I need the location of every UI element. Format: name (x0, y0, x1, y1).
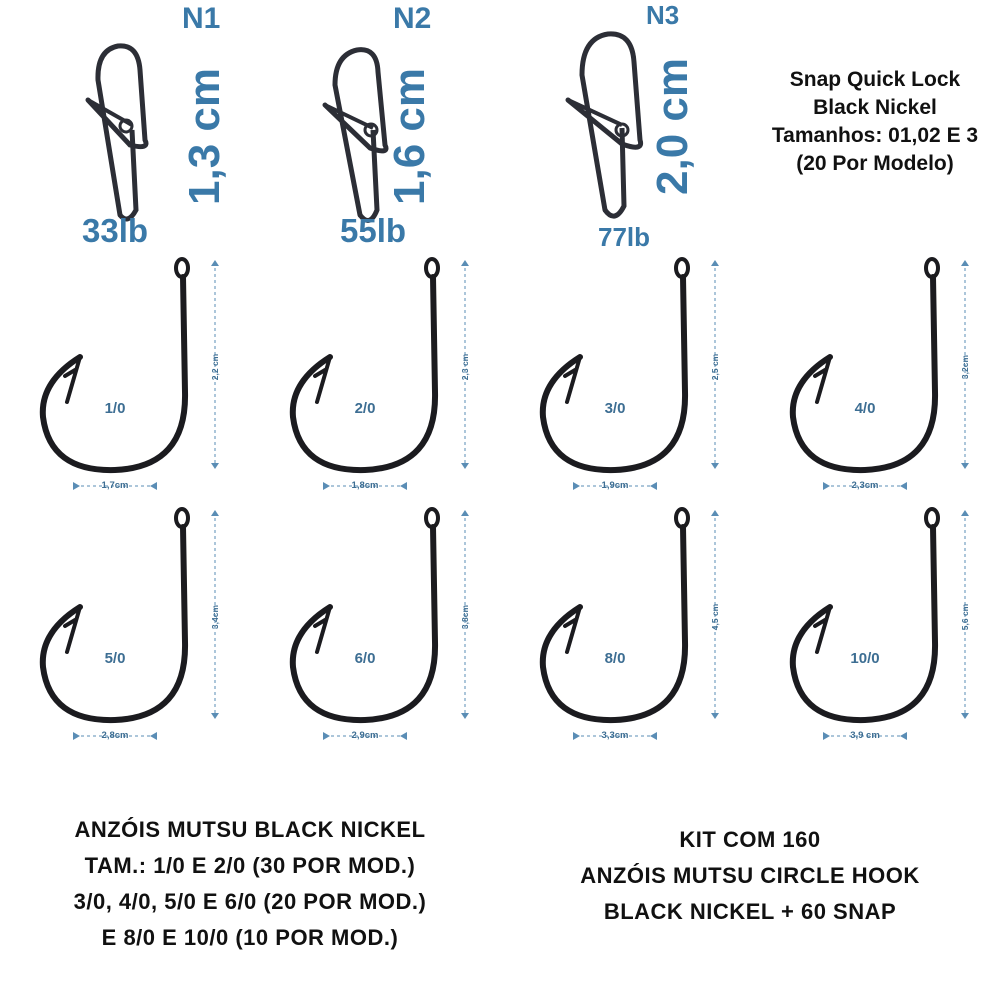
snap-size: 2,0 cm (648, 58, 697, 195)
hook-width-label: 2,9cm (351, 730, 379, 741)
hook-width-label: 3,3cm (601, 730, 629, 741)
snap-icon (85, 43, 149, 222)
snap-number: N3 (646, 0, 680, 30)
hook-item: 6/0 2,9cm 3,8cm (255, 502, 505, 752)
hook-size-label: 3/0 (604, 400, 626, 417)
snap-n3: N3 2,0 cm 77lb (560, 0, 820, 260)
snap-icon (565, 31, 644, 219)
hook-height-label: 2,5 cm (710, 353, 720, 381)
snap-icon (322, 47, 389, 223)
hook-width-label: 1,8cm (351, 480, 379, 491)
circle-hook-icon (539, 257, 719, 490)
hook-width-label: 1,9cm (601, 480, 629, 491)
hook-height-label: 3,4cm (210, 604, 220, 630)
hook-item: 10/0 3,9 cm 5,6 cm (755, 502, 1000, 752)
snap-info-line: Tamanhos: 01,02 E 3 (771, 124, 979, 147)
circle-hook-icon (289, 257, 469, 490)
circle-hook-icon (539, 507, 719, 740)
kit-line: BLACK NICKEL + 60 SNAP (603, 899, 897, 924)
hook-size-label: 8/0 (604, 650, 626, 667)
hook-size-label: 1/0 (104, 400, 126, 417)
hook-item: 3/0 1,9cm 2,5 cm (505, 252, 755, 502)
hook-height-label: 4,5 cm (710, 603, 720, 631)
snap-strength: 33lb (82, 212, 149, 249)
snap-strength: 77lb (598, 222, 651, 252)
description-line: 3/0, 4/0, 5/0 E 6/0 (20 POR MOD.) (73, 889, 427, 914)
description-line: ANZÓIS MUTSU BLACK NICKEL (74, 817, 426, 842)
description-line: TAM.: 1/0 E 2/0 (30 POR MOD.) (84, 853, 416, 878)
snap-info: Snap Quick Lock Black Nickel Tamanhos: 0… (745, 66, 1000, 178)
hook-height-label: 3,2cm (960, 354, 970, 380)
circle-hook-icon (39, 257, 219, 490)
kit-line: ANZÓIS MUTSU CIRCLE HOOK (580, 863, 920, 888)
snap-n1: N1 1,3 cm 33lb (70, 0, 330, 260)
snap-strength: 55lb (340, 212, 407, 249)
hook-size-label: 10/0 (850, 650, 880, 667)
product-description: ANZÓIS MUTSU BLACK NICKEL TAM.: 1/0 E 2/… (20, 812, 480, 956)
snap-size: 1,6 cm (385, 68, 434, 205)
hook-width-label: 2,3cm (851, 480, 879, 491)
snap-info-line: (20 Por Modelo) (796, 152, 954, 175)
description-line: E 8/0 E 10/0 (10 POR MOD.) (101, 925, 399, 950)
hook-size-label: 5/0 (104, 650, 126, 667)
hook-item: 8/0 3,3cm 4,5 cm (505, 502, 755, 752)
snap-size: 1,3 cm (180, 68, 229, 205)
hook-item: 4/0 2,3cm 3,2cm (755, 252, 1000, 502)
hook-width-label: 3,9 cm (850, 730, 880, 741)
circle-hook-icon (289, 507, 469, 740)
circle-hook-icon (789, 257, 969, 490)
hook-width-label: 1,7cm (101, 480, 129, 491)
circle-hook-icon (789, 507, 969, 740)
snap-info-line: Black Nickel (813, 96, 937, 119)
snap-info-line: Snap Quick Lock (789, 68, 961, 91)
hook-item: 2/0 1,8cm 2,3 cm (255, 252, 505, 502)
snap-n2: N2 1,6 cm 55lb (315, 0, 575, 260)
hook-item: 5/0 2,8cm 3,4cm (5, 502, 255, 752)
hook-height-label: 2,3 cm (460, 353, 470, 381)
hook-height-label: 5,6 cm (960, 603, 970, 631)
hook-height-label: 3,8cm (460, 604, 470, 630)
snap-number: N2 (393, 2, 432, 35)
kit-description: KIT COM 160 ANZÓIS MUTSU CIRCLE HOOK BLA… (520, 822, 980, 930)
hook-size-label: 4/0 (854, 400, 876, 417)
hook-height-label: 2,2 cm (210, 353, 220, 381)
snap-number: N1 (182, 2, 221, 35)
kit-line: KIT COM 160 (679, 827, 821, 852)
hook-size-label: 6/0 (354, 650, 376, 667)
hook-width-label: 2,8cm (101, 730, 129, 741)
hook-size-label: 2/0 (354, 400, 376, 417)
circle-hook-icon (39, 507, 219, 740)
hook-item: 1/0 1,7cm 2,2 cm (5, 252, 255, 502)
